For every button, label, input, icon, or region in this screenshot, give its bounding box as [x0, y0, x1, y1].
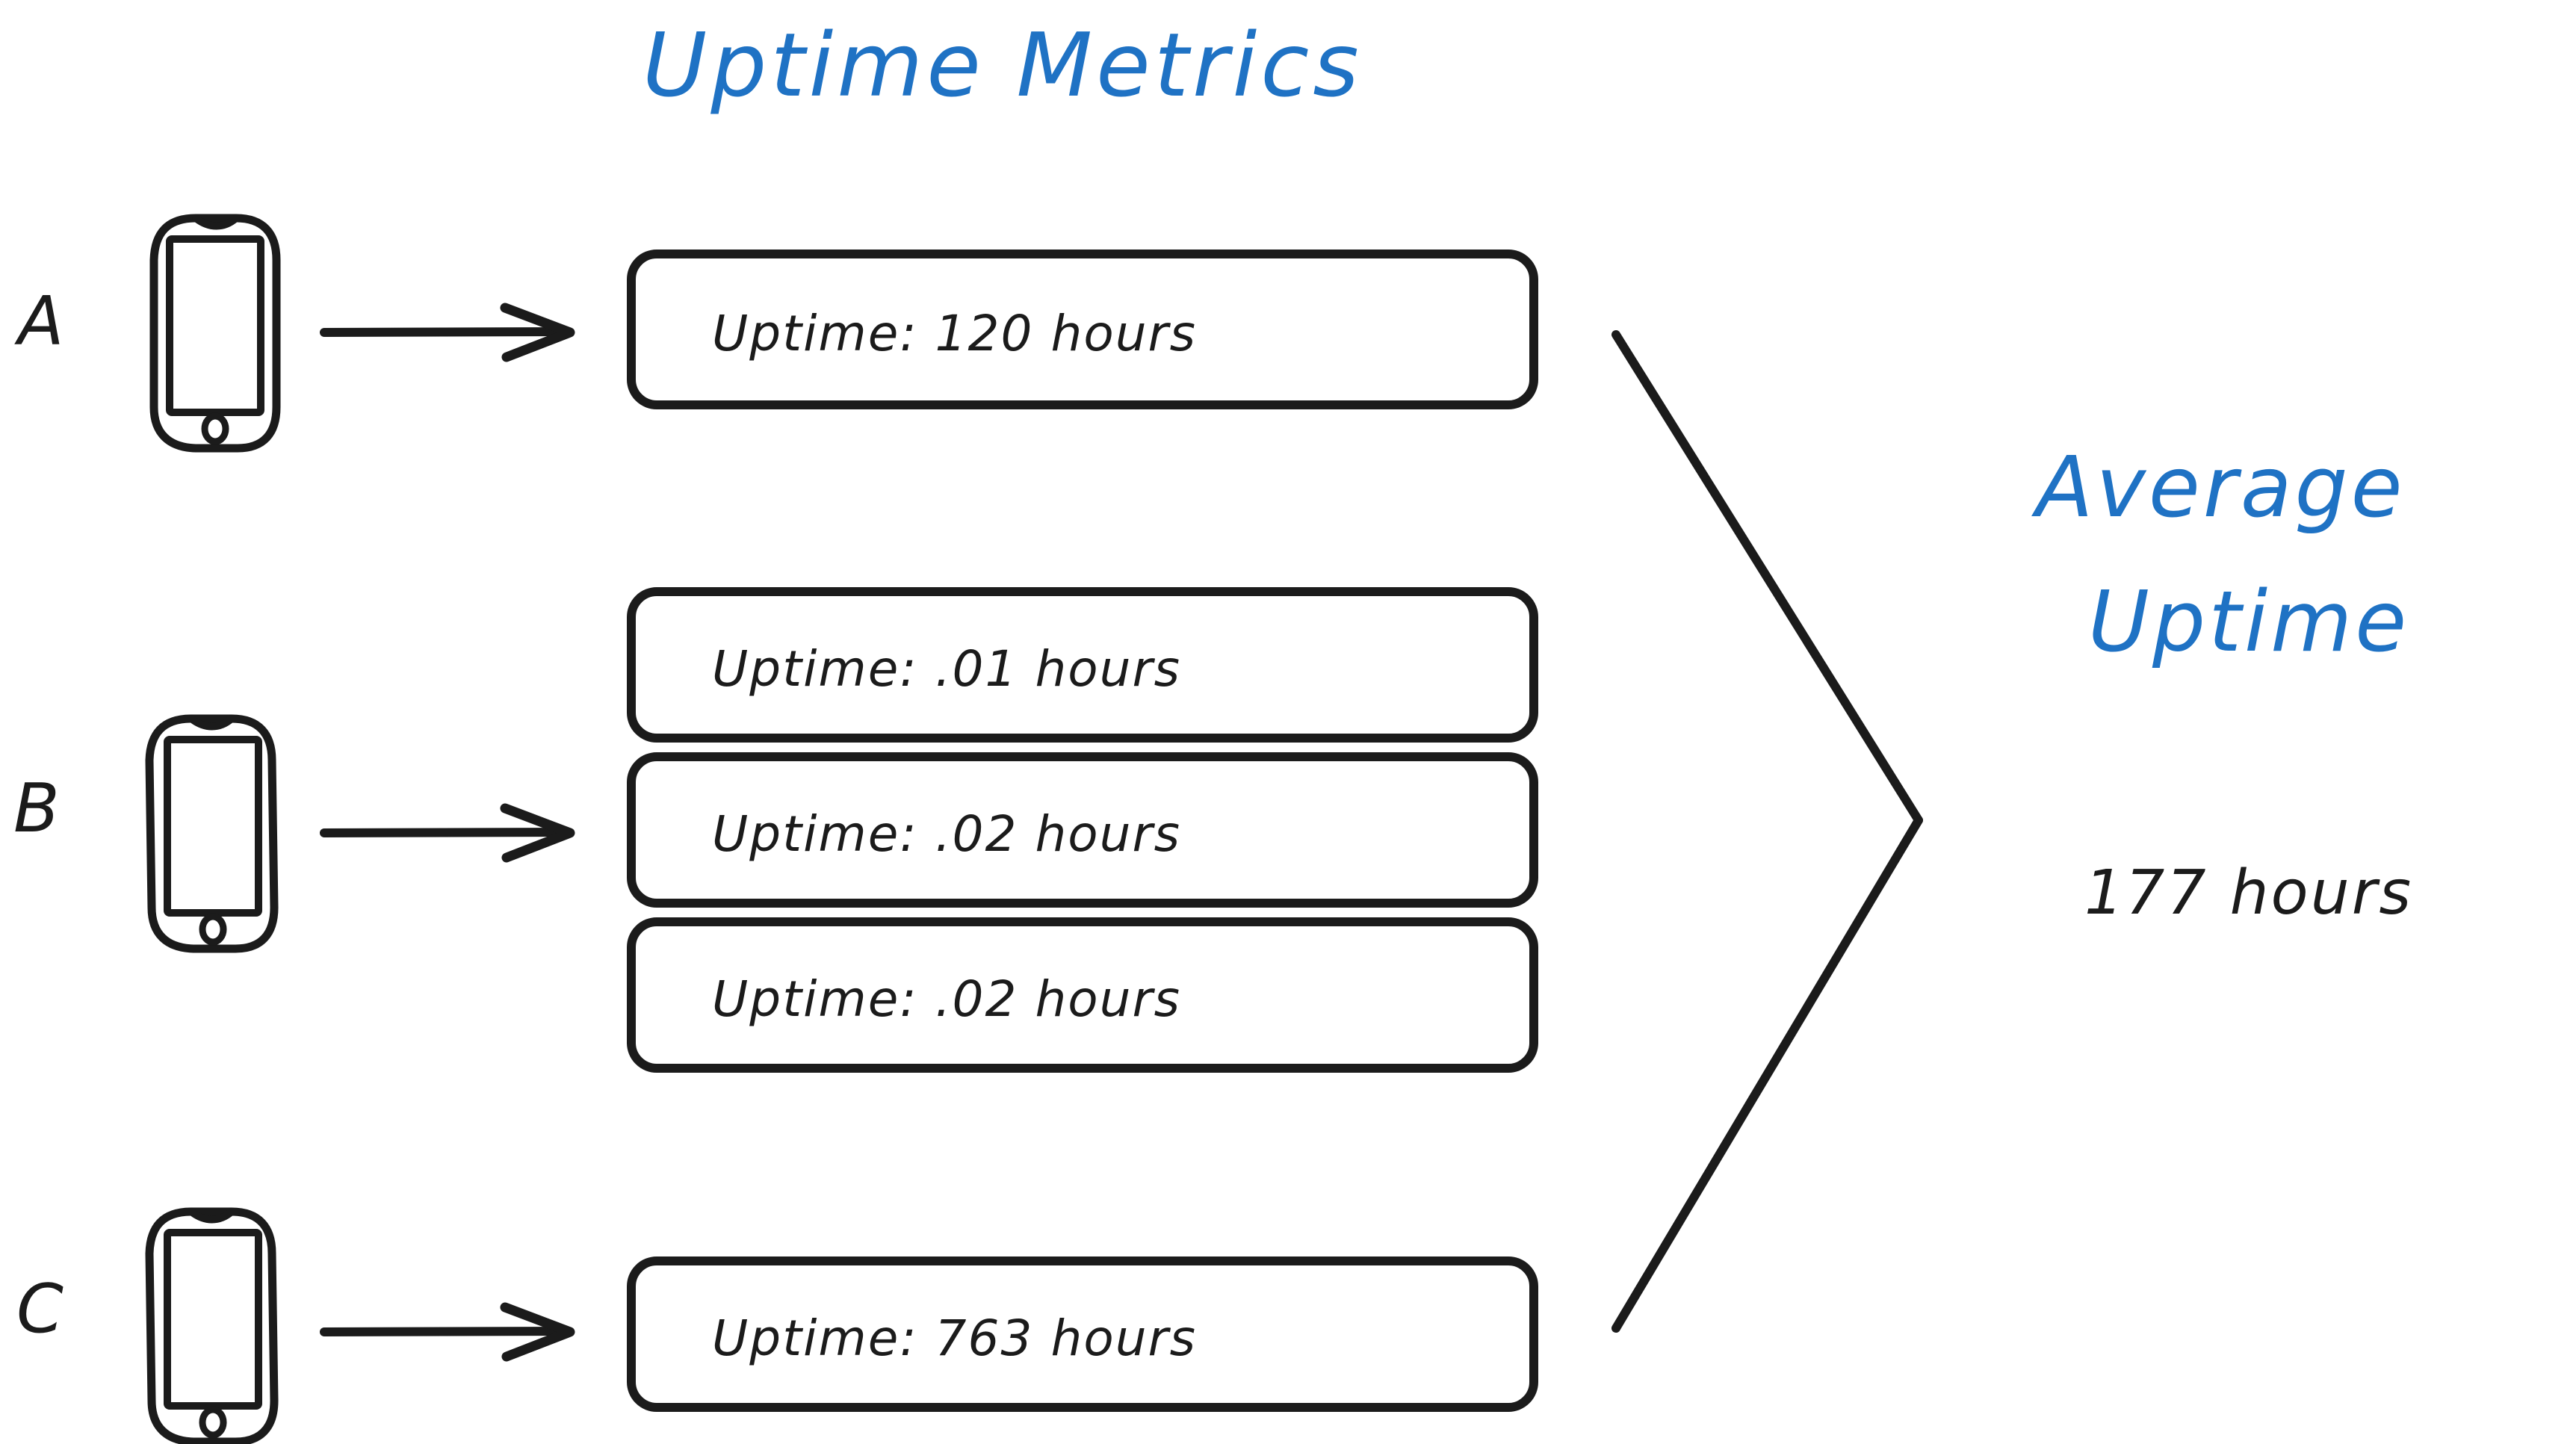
metric-box-outline — [627, 250, 1538, 409]
page-title: Uptime Metrics — [643, 13, 1363, 117]
converging-bracket — [1611, 330, 1923, 1333]
metric-text: Uptime: 120 hours — [712, 305, 1198, 362]
metric-text: Uptime: .02 hours — [712, 970, 1182, 1028]
metric-text: Uptime: .01 hours — [712, 640, 1182, 698]
arrow-right-icon-b — [320, 803, 575, 863]
arrow-right-icon-a — [320, 303, 575, 362]
metric-text: Uptime: 763 hours — [712, 1310, 1198, 1367]
aggregate-heading-line-1: Average — [2036, 439, 2406, 536]
metric-box-outline — [627, 917, 1538, 1073]
smartphone-icon-a — [149, 214, 281, 453]
device-label-c: C — [16, 1270, 65, 1348]
aggregate-heading-line-2: Uptime — [2088, 574, 2410, 671]
metric-box-outline — [627, 587, 1538, 743]
arrow-right-icon-c — [320, 1302, 575, 1362]
metric-box-outline — [627, 752, 1538, 908]
smartphone-icon-b — [145, 714, 279, 953]
device-label-a: A — [18, 282, 66, 361]
device-label-b: B — [13, 769, 61, 848]
aggregate-value: 177 hours — [2084, 858, 2414, 929]
metric-box-outline — [627, 1256, 1538, 1412]
smartphone-icon-c — [145, 1207, 279, 1444]
metric-text: Uptime: .02 hours — [712, 805, 1182, 863]
